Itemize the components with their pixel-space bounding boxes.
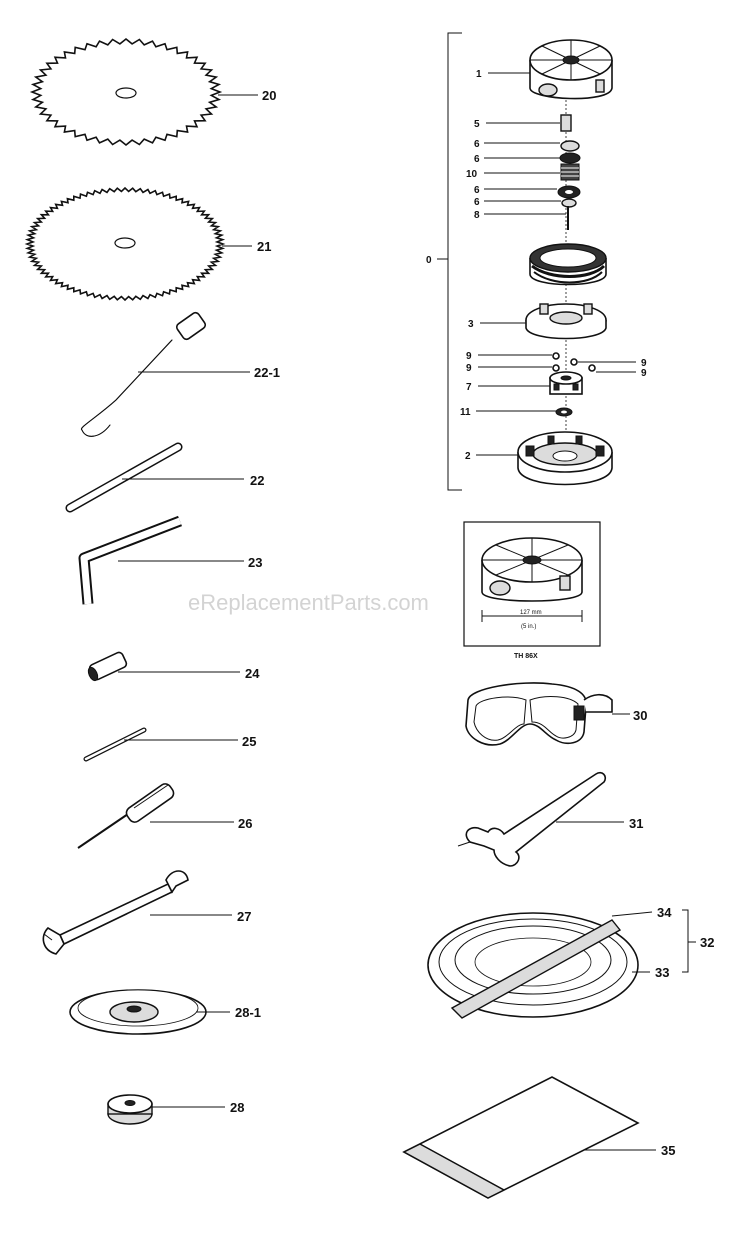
rod-22: 22 [65,442,264,513]
goggles-30: 30 [465,682,647,746]
hex-key-23: 23 [78,515,262,605]
wrench-27: 27 [42,870,251,955]
callout-25: 25 [242,734,256,749]
inset-dimension: 127 mm [520,610,542,616]
callout-28-1: 28-1 [235,1005,261,1020]
callout-6c: 6 [474,185,480,196]
cap-28: 28 [107,1094,244,1125]
callout-34: 34 [657,905,672,920]
callout-3: 3 [468,319,474,330]
head-housing-1: 1 [476,39,613,100]
callout-9a: 9 [466,351,472,362]
bolt-5: 5 [474,114,572,132]
callout-20: 20 [262,88,276,103]
callout-6a: 6 [474,139,480,150]
sleeve-24: 24 [87,651,260,682]
callout-26: 26 [238,816,252,831]
callout-6b: 6 [474,154,480,165]
spanner-wrench-31: 31 [457,771,643,867]
saw-blade-21: 21 [24,186,271,302]
line-spool [529,243,607,286]
watermark: eReplacementParts.com [188,590,429,615]
callout-35: 35 [661,1143,675,1158]
callout-27: 27 [237,909,251,924]
callout-10: 10 [466,169,478,180]
balls-9: 9 9 9 9 [466,351,647,379]
callout-5: 5 [474,119,480,130]
callout-33: 33 [655,965,669,980]
callout-6d: 6 [474,197,480,208]
callout-8: 8 [474,210,480,221]
callout-2: 2 [465,451,471,462]
ring-33-strap-34: 34 33 32 [427,905,714,1019]
callout-1: 1 [476,69,482,80]
inset-caption: TH 86X [514,653,538,660]
callout-28: 28 [230,1100,244,1115]
assembly-bracket-0: 0 [426,32,462,491]
pin-25: 25 [83,727,256,762]
callout-22: 22 [250,473,264,488]
callout-0: 0 [426,255,432,266]
callout-23: 23 [248,555,262,570]
callout-9b: 9 [466,363,472,374]
callout-24: 24 [245,666,260,681]
callout-30: 30 [633,708,647,723]
dish-28-1: 28-1 [69,989,261,1035]
callout-11: 11 [460,407,471,418]
pouch-35: 35 [402,1076,675,1199]
washer-stack-upper: 6 6 10 [466,139,581,181]
callout-21: 21 [257,239,271,254]
spool-base-3: 3 [468,303,607,340]
callout-22-1: 22-1 [254,365,280,380]
hook-handle-22-1: 22-1 [80,311,280,437]
inset-head-box: 127 mm (5 in.) TH 86X [463,521,601,660]
washer-11: 11 [460,407,573,418]
callout-9d: 9 [641,368,647,379]
hub-7: 7 [466,371,583,395]
washer-stack-lower: 6 6 8 [474,185,581,230]
inset-dimension-sub: (5 in.) [521,624,536,630]
callout-31: 31 [629,816,643,831]
callout-9c: 9 [641,358,647,369]
callout-7: 7 [466,382,472,393]
saw-blade-20: 20 [29,37,276,147]
screwdriver-26: 26 [77,783,252,849]
base-cup-2: 2 [465,431,613,486]
callout-32: 32 [700,935,714,950]
